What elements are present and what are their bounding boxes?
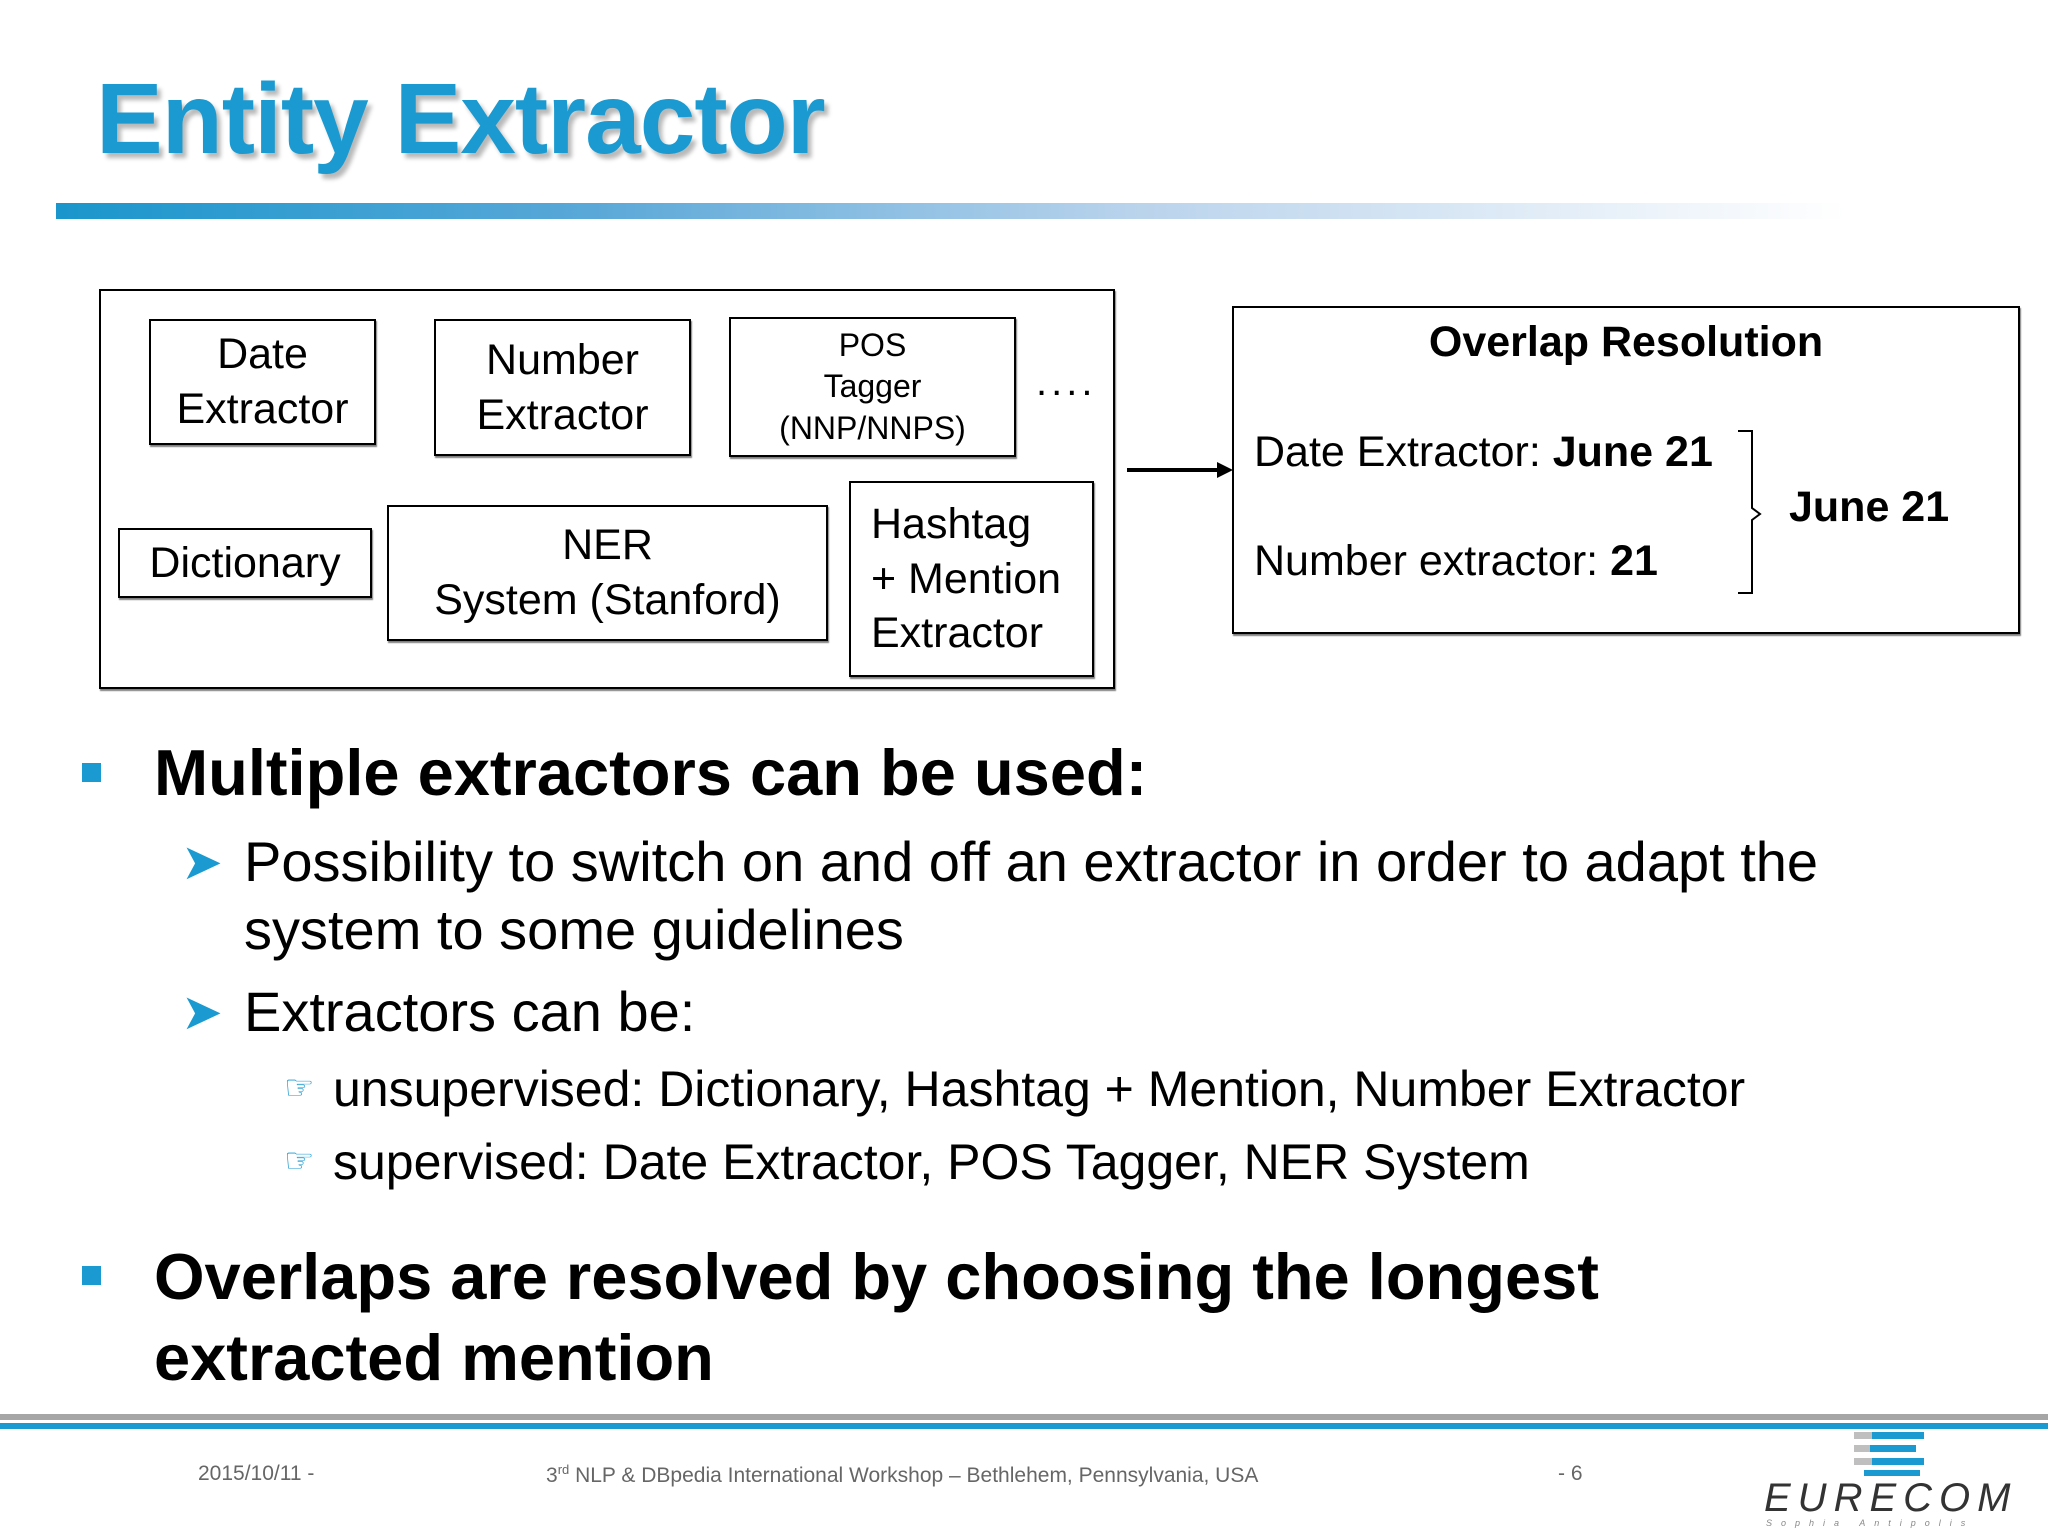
label: Number extractor:	[1254, 537, 1611, 585]
overlap-title: Overlap Resolution	[1428, 318, 1824, 366]
footer-event: 3rd NLP & DBpedia International Workshop…	[546, 1462, 1258, 1488]
more-ellipsis: ....	[1036, 360, 1097, 404]
bullet-text: Multiple extractors can be used:	[154, 736, 1148, 809]
square-bullet-icon	[82, 1266, 101, 1285]
box-label: System (Stanford)	[434, 576, 781, 624]
box-label: Extractor	[476, 390, 649, 439]
slide-title: Entity Extractor	[96, 63, 826, 175]
page-number: - 6	[1558, 1462, 1583, 1485]
logo-text: EURECOM	[1764, 1476, 2018, 1520]
overlap-result: June 21	[1789, 483, 1950, 531]
sub-bullet-text: system to some guidelines	[244, 898, 904, 961]
box-label: Date	[217, 330, 308, 379]
arrow-right-icon	[1127, 462, 1233, 478]
sub-sub-bullet-text: supervised: Date Extractor, POS Tagger, …	[333, 1134, 1530, 1190]
square-bullet-icon	[82, 763, 101, 782]
box-label: POS	[838, 326, 907, 363]
footer-date: 2015/10/11 -	[198, 1462, 315, 1485]
pointing-hand-icon: ☞	[284, 1142, 315, 1180]
title-underline	[56, 203, 1846, 219]
logo-mark-icon	[1854, 1432, 1924, 1476]
value: June 21	[1552, 428, 1713, 476]
number-extractor-box: Number Extractor	[434, 319, 691, 456]
eurecom-logo: EURECOM Sophia Antipolis	[1760, 1430, 2020, 1530]
box-label: Tagger	[823, 368, 922, 405]
box-label: Number	[486, 335, 639, 384]
ner-system-box: NER System (Stanford)	[387, 505, 828, 641]
box-label: NER	[562, 521, 653, 570]
bullet-text: extracted mention	[154, 1321, 714, 1394]
pos-tagger-box: POS Tagger (NNP/NNPS)	[729, 317, 1016, 457]
box-label: (NNP/NNPS)	[779, 409, 966, 446]
sub-bullet-text: Extractors can be:	[244, 980, 696, 1043]
bullet-text: Overlaps are resolved by choosing the lo…	[154, 1240, 1599, 1313]
box-label: Hashtag	[871, 500, 1032, 549]
dictionary-box: Dictionary	[118, 528, 372, 598]
box-label: Extractor	[871, 609, 1044, 658]
arrowhead-icon: ➤	[181, 984, 223, 1040]
box-label: Dictionary	[149, 538, 341, 587]
event-number: 3	[546, 1464, 558, 1487]
sub-sub-bullet-text: unsupervised: Dictionary, Hashtag + Ment…	[333, 1061, 1746, 1117]
footer-divider-blue	[0, 1423, 2048, 1429]
box-label: + Mention	[871, 554, 1062, 603]
date-extractor-result: Date Extractor: June 21	[1254, 428, 1713, 477]
date-extractor-box: Date Extractor	[149, 319, 376, 445]
number-extractor-result: Number extractor: 21	[1254, 537, 1658, 586]
sub-bullet-text: Possibility to switch on and off an extr…	[244, 830, 1819, 893]
brace-icon	[1738, 430, 1762, 594]
extractors-group	[99, 289, 1115, 689]
label: Date Extractor:	[1254, 428, 1553, 476]
overlap-resolution-box	[1232, 306, 2020, 634]
event-name: NLP & DBpedia International Workshop – B…	[569, 1464, 1259, 1487]
footer-divider-gray	[0, 1414, 2048, 1420]
value: 21	[1610, 537, 1658, 585]
event-superscript: rd	[557, 1462, 570, 1477]
pointing-hand-icon: ☞	[284, 1069, 315, 1107]
logo-subtext: Sophia Antipolis	[1766, 1518, 1975, 1528]
arrowhead-icon: ➤	[181, 834, 223, 890]
box-label: Extractor	[176, 385, 349, 433]
hashtag-mention-box: Hashtag + Mention Extractor	[849, 481, 1094, 677]
